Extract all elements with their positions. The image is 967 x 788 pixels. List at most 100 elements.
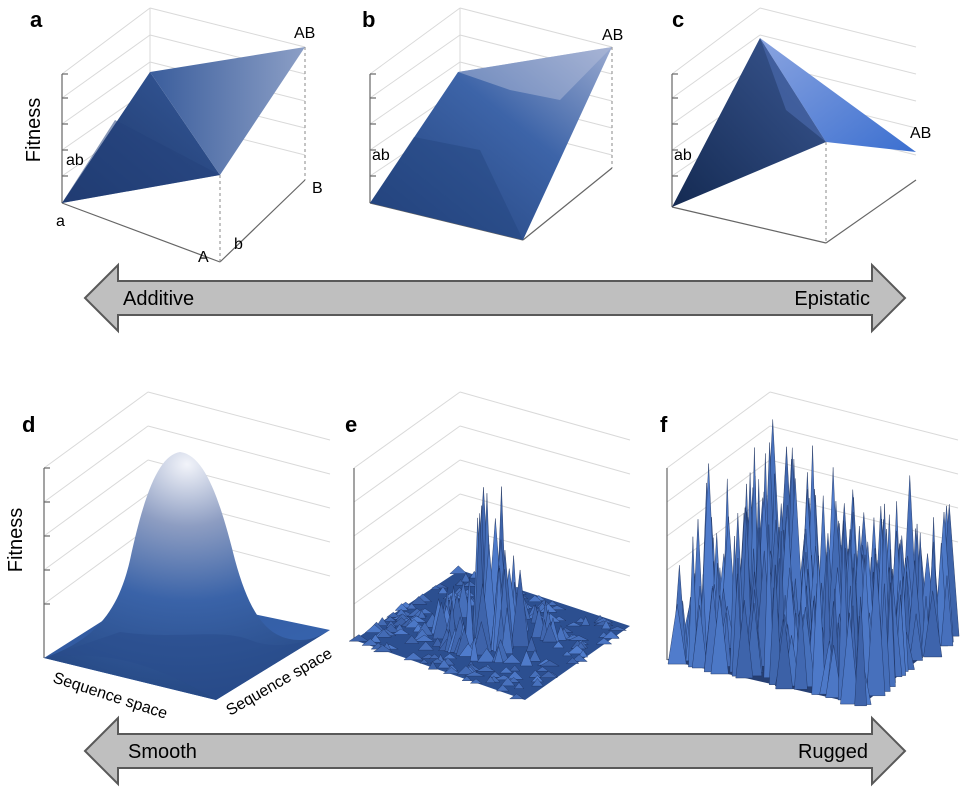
landscape-spike [403,652,424,661]
panel-a: a Fitness ab AB a A b B [23,7,323,266]
landscape-spike [417,609,427,619]
label-ab: ab [66,152,84,169]
arrow-right-label: Epistatic [794,288,870,310]
panel-e-grid [353,391,631,605]
label-ab: ab [674,147,692,164]
landscape-spike [494,645,504,663]
landscape-spike [562,650,573,657]
landscape-spike [428,653,441,659]
panel-c: c ab AB [671,7,931,244]
landscape-spike [432,602,451,640]
landscape-spike [555,625,567,641]
landscape-spike [854,596,867,707]
landscape-spike [840,612,859,705]
landscape-spike [413,634,435,642]
landscape-spike [566,622,582,627]
arrow-left-label: Additive [123,288,194,310]
panel-a-surface [62,47,305,203]
landscape-spike [923,590,943,658]
landscape-spike [527,595,543,603]
landscape-spike [456,665,476,675]
landscape-spike [577,649,589,658]
landscape-spike [581,615,591,626]
landscape-spike [495,684,510,692]
arrow-right-label: Rugged [798,741,868,763]
panel-b: b ab AB [362,7,623,241]
landscape-spike [501,607,514,654]
fitness-axis-label: Fitness [23,98,45,162]
landscape-spike [410,596,428,605]
panel-c-surface [672,38,916,207]
landscape-spike [601,619,612,630]
landscape-spike [348,634,370,642]
landscape-spike [500,677,516,687]
landscape-spike [476,648,497,663]
landscape-spike [528,649,542,662]
panel-a-letter: a [30,7,43,32]
panel-f-grid [666,391,959,571]
label-ab: ab [372,147,390,164]
label-AB: AB [910,125,931,142]
landscape-spike [442,667,460,674]
landscape-spike [570,654,588,662]
landscape-spike [595,637,613,645]
landscape-spike [566,657,580,664]
smooth-rugged-arrow: Smooth Rugged [83,715,907,787]
landscape-spike [940,575,954,647]
panel-b-surface [370,47,612,240]
landscape-spike [499,666,514,674]
additive-epistatic-arrow: Additive Epistatic [83,262,907,334]
landscape-spike [775,617,793,690]
landscape-spike [909,613,923,661]
landscape-spike [825,645,842,698]
panel-c-axes [671,73,917,244]
landscape-spike [608,626,627,631]
landscape-spike [376,617,389,626]
landscape-spike [513,682,525,689]
panel-d-surface [44,452,330,700]
landscape-spike [667,604,687,665]
landscape-spike [568,635,589,641]
landscape-spike [542,622,558,643]
panel-b-letter: b [362,7,375,32]
panel-e-spikes [348,486,627,700]
landscape-spike [372,645,393,653]
landscape-spike [442,653,458,660]
landscape-spike [376,628,392,638]
landscape-spike [525,635,537,652]
arrow-left-label: Smooth [128,741,197,763]
label-B: B [312,180,323,197]
landscape-spike [404,635,420,644]
landscape-spike [419,658,429,664]
landscape-spike [539,660,560,667]
landscape-spike [460,572,471,583]
panel-f: f [660,391,960,707]
panel-e: e [345,391,631,700]
landscape-spike [364,624,385,633]
landscape-spike [531,678,544,687]
landscape-spike [546,600,558,606]
panel-e-letter: e [345,412,357,437]
landscape-spike [386,611,401,618]
panel-f-spikes [667,419,960,707]
panel-f-letter: f [660,412,668,437]
landscape-spike [469,636,479,662]
panel-d-axes [43,467,50,658]
panel-a-dashes [219,47,306,262]
landscape-spike [469,678,483,684]
label-a: a [56,213,65,230]
landscape-spike [520,649,533,667]
landscape-spike [502,653,522,664]
landscape-spike [427,661,438,670]
landscape-spike [511,569,530,648]
panel-a-axes [61,73,306,263]
landscape-spike [429,658,445,664]
landscape-spike [437,586,449,594]
landscape-spike [866,554,886,697]
landscape-spike [539,670,558,678]
landscape-spike [449,565,468,574]
landscape-spike [602,630,620,639]
label-A: A [198,249,209,266]
landscape-spike [735,600,754,679]
